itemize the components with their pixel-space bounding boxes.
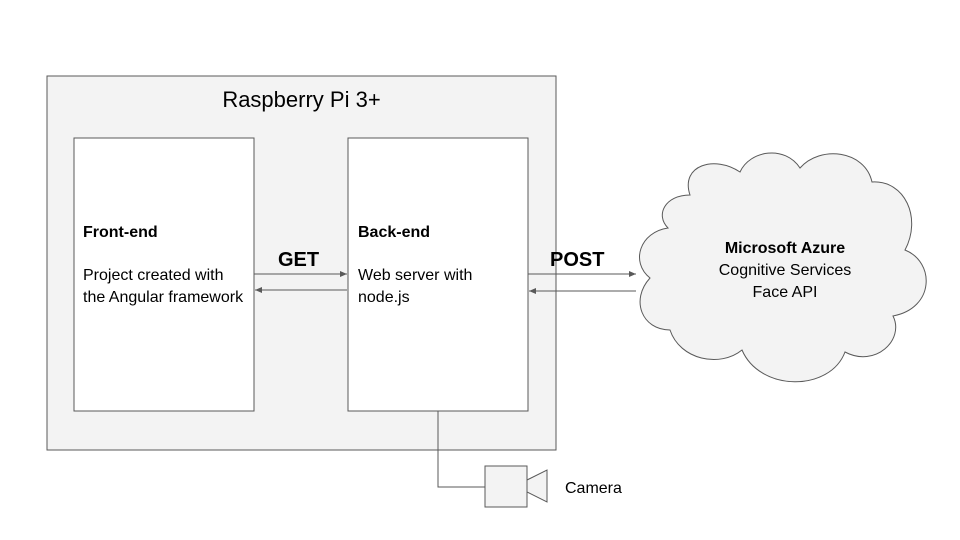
camera-icon bbox=[484, 465, 548, 508]
frontend-description: Project created with the Angular framewo… bbox=[83, 267, 244, 306]
frontend-title: Front-end bbox=[83, 224, 158, 241]
backend-box bbox=[347, 137, 529, 412]
azure-cloud-shape bbox=[639, 152, 927, 383]
backend-title: Back-end bbox=[358, 224, 431, 241]
cloud-api-line: Face API bbox=[752, 284, 818, 301]
container-title: Raspberry Pi 3+ bbox=[222, 87, 381, 112]
cloud-service-line: Cognitive Services bbox=[718, 262, 852, 279]
frontend-box bbox=[73, 137, 255, 412]
get-label: GET bbox=[278, 249, 320, 271]
post-label: POST bbox=[550, 249, 605, 271]
backend-description: Web server with node.js bbox=[358, 267, 473, 306]
camera-cable bbox=[437, 411, 485, 488]
cloud-title: Microsoft Azure bbox=[724, 240, 846, 257]
camera-label: Camera bbox=[565, 480, 622, 497]
